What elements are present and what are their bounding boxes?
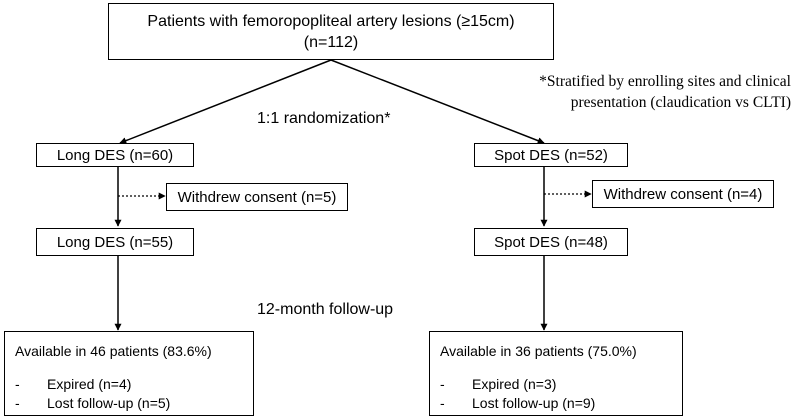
left-expired-item: - Expired (n=4): [15, 375, 253, 394]
right-available-label: Available in 36 patients (75.0%): [440, 343, 637, 359]
arrow-to-long-des: [119, 59, 332, 144]
right-followup-result-box: Available in 36 patients (75.0%) - Expire…: [429, 331, 683, 416]
right-withdrew-box: Withdrew consent (n=4): [592, 180, 774, 208]
spot-des-initial-label: Spot DES (n=52): [494, 146, 608, 164]
stratification-note: *Stratified by enrolling sites and clini…: [497, 71, 791, 113]
note-line-1: *Stratified by enrolling sites and clini…: [539, 73, 791, 90]
left-withdrew-label: Withdrew consent (n=5): [177, 188, 337, 206]
spot-des-after-box: Spot DES (n=48): [474, 228, 628, 256]
left-available-label: Available in 46 patients (83.6%): [15, 343, 212, 359]
spot-des-initial-box: Spot DES (n=52): [474, 143, 628, 167]
bullet-marker: -: [440, 395, 445, 411]
left-withdrew-box: Withdrew consent (n=5): [166, 183, 348, 211]
followup-label: 12-month follow-up: [257, 301, 394, 318]
long-des-initial-box: Long DES (n=60): [36, 143, 194, 167]
long-des-after-box: Long DES (n=55): [36, 228, 194, 256]
right-expired-text: Expired (n=3): [472, 376, 557, 392]
spot-des-after-label: Spot DES (n=48): [494, 233, 608, 251]
right-lost-followup-text: Lost follow-up (n=9): [472, 395, 596, 411]
right-expired-item: - Expired (n=3): [440, 375, 682, 394]
arrow-to-spot-des: [330, 59, 545, 144]
right-lost-followup-item: - Lost follow-up (n=9): [440, 394, 682, 413]
enrollment-box: Patients with femoropopliteal artery les…: [108, 3, 554, 60]
note-line-2: presentation (claudication vs CLTI): [570, 94, 791, 111]
bullet-marker: -: [15, 395, 20, 411]
left-expired-text: Expired (n=4): [47, 376, 132, 392]
right-withdrew-label: Withdrew consent (n=4): [603, 185, 763, 203]
bullet-marker: -: [15, 376, 20, 392]
left-followup-result-box: Available in 46 patients (83.6%) - Expire…: [4, 331, 254, 416]
long-des-after-label: Long DES (n=55): [56, 233, 174, 251]
long-des-initial-label: Long DES (n=60): [56, 146, 174, 164]
enrollment-count: (n=112): [303, 33, 359, 51]
bullet-marker: -: [440, 376, 445, 392]
enrollment-title: Patients with femoropopliteal artery les…: [147, 12, 515, 30]
left-lost-followup-text: Lost follow-up (n=5): [47, 395, 171, 411]
randomization-label: 1:1 randomization*: [257, 110, 391, 127]
left-lost-followup-item: - Lost follow-up (n=5): [15, 394, 253, 413]
